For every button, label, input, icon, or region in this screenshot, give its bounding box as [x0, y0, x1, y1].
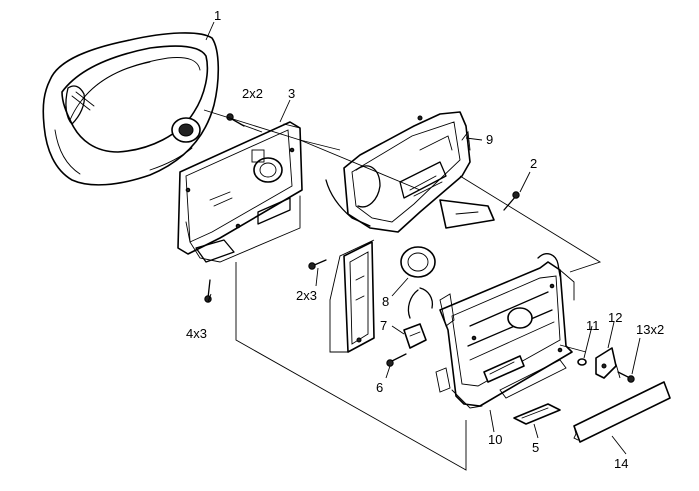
screw-2x3: [308, 259, 327, 270]
part-12-lever: [595, 347, 617, 379]
label-part-8: 8: [382, 294, 389, 309]
part-10-main-chassis: [435, 253, 575, 409]
label-part-14: 14: [614, 456, 628, 471]
label-part-13x2: 13x2: [636, 322, 664, 337]
screw-6: [386, 353, 407, 367]
screw-4x3: [204, 279, 212, 303]
label-part-1: 1: [214, 8, 221, 23]
callout-labels: 1 2x2 3 9 2 2x3 8 7 6 4x3 11 12 13x2 10 …: [186, 8, 664, 471]
label-part-11: 11: [586, 318, 600, 333]
assembly-guide-lines: [203, 109, 621, 471]
part-3-side-panel: [177, 121, 303, 263]
label-part-2: 2: [530, 156, 537, 171]
label-part-2x2: 2x2: [242, 86, 263, 101]
part-1-cover-shell: [42, 32, 220, 186]
label-part-12: 12: [608, 310, 622, 325]
label-part-5: 5: [532, 440, 539, 455]
part-11-bearing: [577, 358, 587, 366]
part-8-ring: [400, 246, 436, 278]
screw-13x2: [617, 371, 635, 383]
label-part-6: 6: [376, 380, 383, 395]
label-part-3: 3: [288, 86, 295, 101]
label-part-10: 10: [488, 432, 502, 447]
label-part-7: 7: [380, 318, 387, 333]
part-7-switch: [403, 287, 434, 349]
screw-2: [503, 191, 520, 211]
part-14-flat-plate: [573, 381, 671, 443]
label-part-2x3: 2x3: [296, 288, 317, 303]
label-part-4x3: 4x3: [186, 326, 207, 341]
label-part-9: 9: [486, 132, 493, 147]
part-5-clip: [513, 403, 561, 425]
callout-leaders: [205, 21, 641, 455]
part-9-top-frame: [325, 111, 495, 233]
vertical-bracket-plate: [329, 241, 375, 353]
